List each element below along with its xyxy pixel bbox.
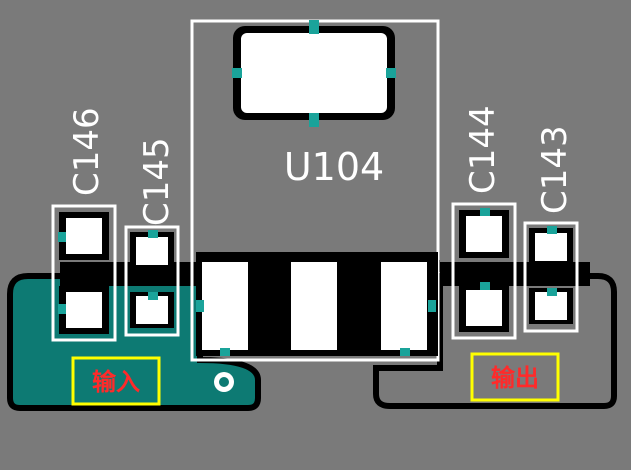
c146-pad-bottom	[66, 292, 102, 328]
u104-component: U104	[190, 19, 440, 362]
output-label-box	[470, 352, 560, 402]
c144-via-bottom	[480, 282, 490, 290]
u104-pin1-via	[196, 300, 204, 312]
c143-pad-top	[535, 233, 567, 261]
c145-pad-bottom	[136, 296, 168, 324]
u104-refdes: U104	[284, 145, 384, 189]
output-label: 输出	[470, 352, 560, 402]
c144-pad-bottom	[466, 290, 502, 326]
input-label: 输入	[71, 356, 161, 406]
c145-pad-top	[136, 237, 168, 265]
c146-pad-top	[66, 218, 102, 254]
c143-refdes: C143	[535, 125, 575, 214]
c143-silkscreen-outline	[523, 221, 579, 333]
mounting-via-inner	[219, 377, 229, 387]
u104-pin3-via-bottom	[400, 348, 410, 356]
c144-component: C144	[451, 105, 517, 340]
c144-refdes: C144	[463, 105, 503, 194]
c144-via-top	[480, 208, 490, 216]
u104-tab-pad	[241, 33, 387, 113]
c145-via-top	[148, 230, 158, 238]
c146-refdes: C146	[67, 107, 107, 196]
u104-pin1-pad	[202, 262, 248, 350]
c144-pad-top	[466, 216, 502, 252]
c145-silkscreen-outline	[124, 225, 180, 337]
u104-tab-via-right	[386, 68, 396, 78]
input-label-box	[71, 356, 161, 406]
output-copper-outline	[373, 273, 617, 409]
c143-component: C143	[523, 125, 579, 333]
c145-refdes: C145	[137, 137, 177, 226]
u104-tab-via-bottom	[309, 113, 319, 127]
input-label-text: 输入	[92, 368, 140, 396]
c144-silkscreen-outline	[451, 202, 517, 340]
c146-component: C146	[51, 107, 117, 342]
c146-via-top-left	[58, 232, 66, 242]
u104-tab-via-left	[232, 68, 242, 78]
u104-pin2-pad	[291, 262, 337, 350]
c143-via-top	[547, 226, 557, 234]
u104-pin1-via-bottom	[220, 348, 230, 356]
c145-via-bottom	[148, 292, 158, 300]
u104-pin3-via	[428, 300, 436, 312]
c145-component: C145	[124, 137, 180, 337]
c146-via-bottom-left	[58, 304, 66, 314]
c146-silkscreen-outline	[51, 204, 117, 342]
u104-pin3-pad	[381, 262, 427, 350]
c143-via-bottom	[547, 288, 557, 296]
u104-tab-via-top	[309, 20, 319, 34]
output-label-text: 输出	[491, 364, 539, 392]
c143-pad-bottom	[535, 292, 567, 320]
